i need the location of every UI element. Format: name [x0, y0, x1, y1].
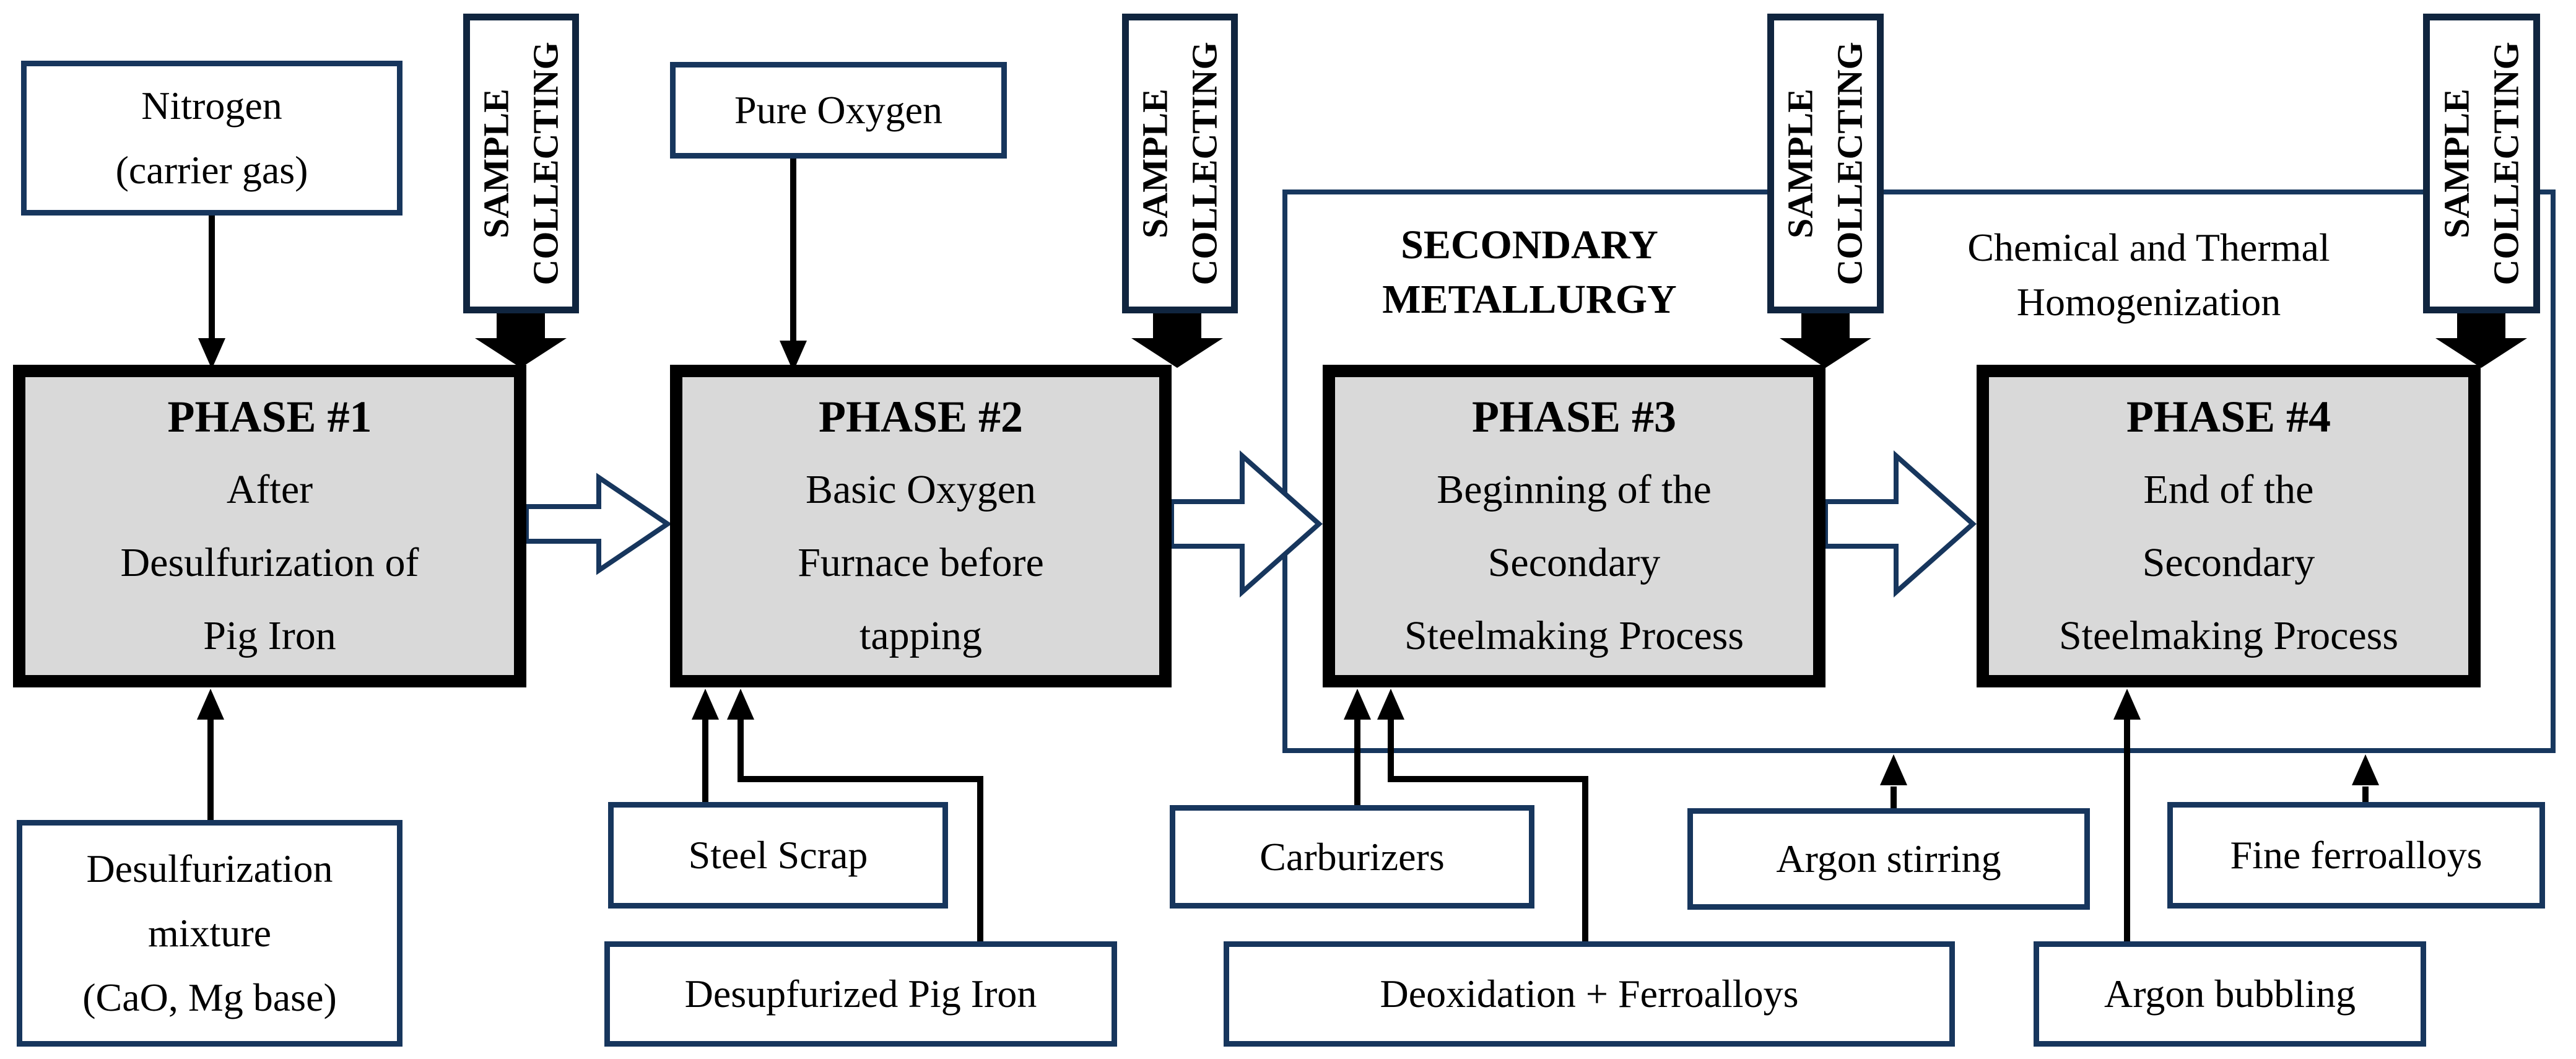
desulfurization-mixture-arrow — [197, 689, 224, 821]
phase2-to-phase3-block-arrow — [1169, 450, 1323, 598]
argon-stirring-arrow — [1880, 754, 1907, 809]
phase1-to-phase2-block-arrow — [524, 473, 672, 575]
desulfurized-pig-iron-box: Desupfurized Pig Iron — [604, 941, 1117, 1047]
deoxidation-ferroalloys-box: Deoxidation + Ferroalloys — [1224, 941, 1955, 1047]
pure-oxygen-box: Pure Oxygen — [670, 62, 1007, 159]
phase-1-title: PHASE #1 — [167, 391, 372, 442]
steel-scrap-box: Steel Scrap — [608, 802, 948, 909]
argon-bubbling-arrow — [2113, 689, 2141, 943]
carburizers-box: Carburizers — [1170, 805, 1534, 909]
sample-arrow-2 — [1131, 310, 1223, 368]
phase3-to-phase4-block-arrow — [1823, 450, 1977, 598]
pig-iron-elbow-arrow — [727, 689, 983, 943]
carburizers-arrow — [1344, 689, 1371, 806]
phase-3-box: PHASE #3 Beginning of the Secondary Stee… — [1323, 365, 1825, 687]
phase-4-title: PHASE #4 — [2126, 391, 2331, 442]
steel-scrap-arrow — [692, 689, 719, 803]
sample-collecting-box-2: SAMPLE COLLECTING — [1122, 14, 1238, 313]
phase-2-title: PHASE #2 — [818, 391, 1024, 442]
pure-oxygen-arrow — [780, 159, 807, 372]
sample-collecting-box-1: SAMPLE COLLECTING — [463, 14, 579, 313]
secondary-metallurgy-label: SECONDARY METALLURGY — [1382, 222, 1677, 322]
fine-ferroalloys-box: Fine ferroalloys — [2167, 802, 2545, 909]
sample-arrow-3 — [1780, 310, 1871, 368]
fine-ferroalloys-arrow — [2352, 754, 2379, 803]
phase-3-title: PHASE #3 — [1471, 391, 1677, 442]
phase-1-box: PHASE #1 After Desulfurization of Pig Ir… — [13, 365, 526, 687]
sample-collecting-text: SAMPLE COLLECTING — [476, 41, 566, 285]
sample-collecting-text: SAMPLE COLLECTING — [1780, 41, 1871, 285]
nitrogen-box: Nitrogen (carrier gas) — [21, 61, 402, 216]
deoxidation-elbow-arrow — [1377, 689, 1588, 943]
sample-collecting-box-4: SAMPLE COLLECTING — [2423, 14, 2540, 313]
sample-collecting-box-3: SAMPLE COLLECTING — [1767, 14, 1884, 313]
sample-arrow-4 — [2435, 310, 2527, 368]
secondary-metallurgy-bracket — [1282, 190, 2556, 753]
nitrogen-label-line1: Nitrogen — [141, 84, 282, 128]
pure-oxygen-label: Pure Oxygen — [734, 88, 942, 132]
sample-collecting-text: SAMPLE COLLECTING — [1134, 41, 1225, 285]
sample-collecting-text: SAMPLE COLLECTING — [2436, 41, 2526, 285]
argon-bubbling-box: Argon bubbling — [2034, 941, 2426, 1047]
desulfurization-mixture-box: Desulfurization mixture (CaO, Mg base) — [17, 820, 402, 1047]
homogenization-label: Chemical and Thermal Homogenization — [1967, 225, 2330, 324]
phase-2-box: PHASE #2 Basic Oxygen Furnace before tap… — [670, 365, 1172, 687]
nitrogen-arrow — [198, 216, 225, 369]
nitrogen-label-line2: (carrier gas) — [115, 148, 308, 192]
phase-4-box: PHASE #4 End of the Secondary Steelmakin… — [1977, 365, 2481, 687]
argon-stirring-box: Argon stirring — [1687, 808, 2090, 910]
sample-arrow-1 — [475, 310, 567, 368]
